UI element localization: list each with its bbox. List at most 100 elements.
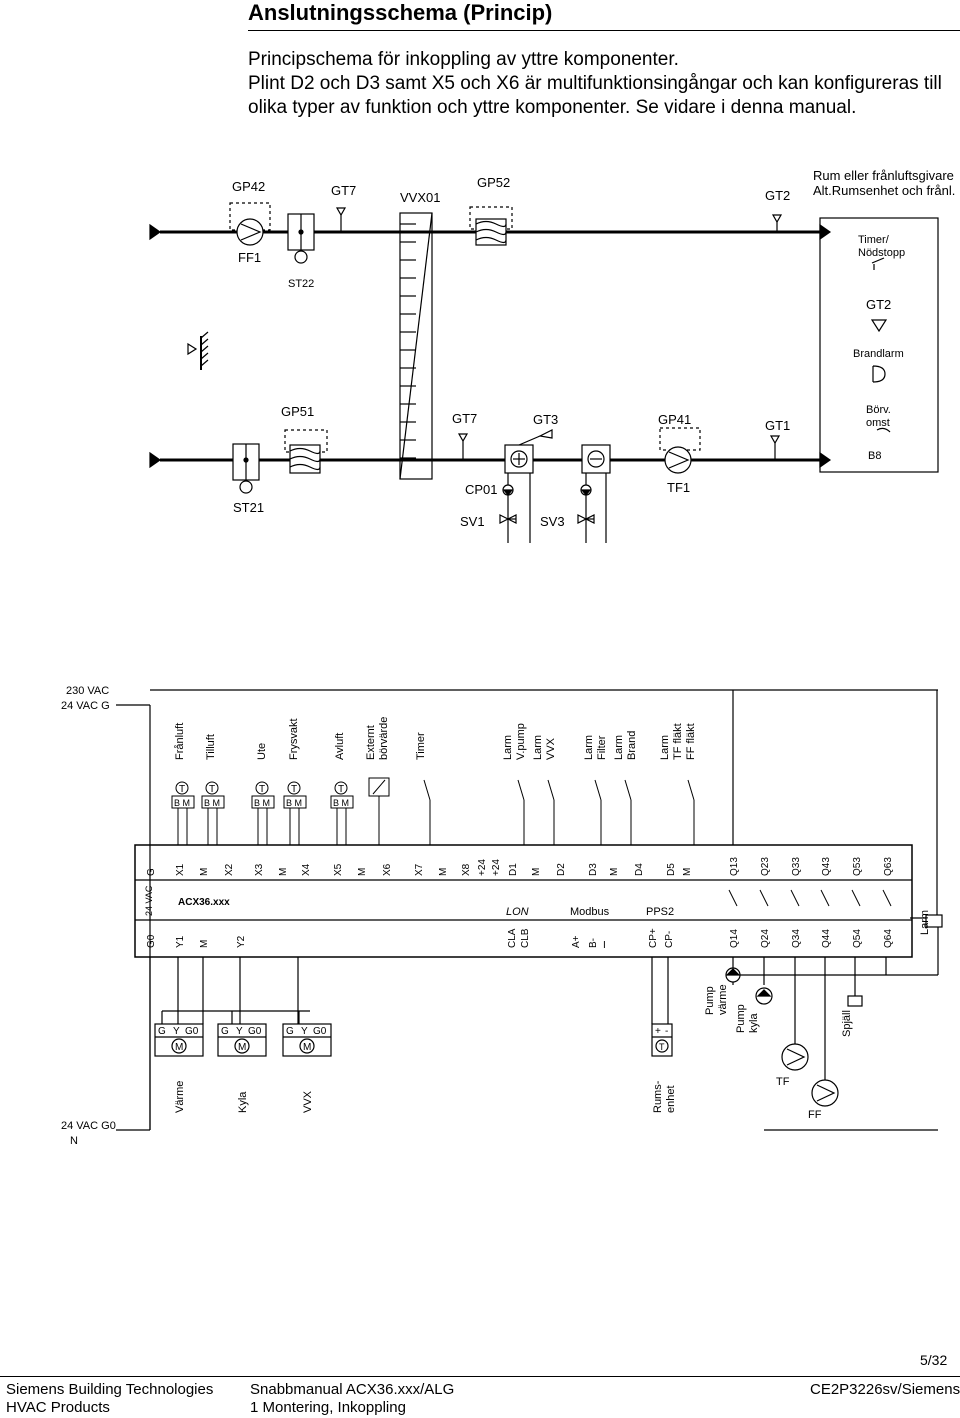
footer-left: Siemens Building Technologies HVAC Produ… [6, 1381, 213, 1417]
input-label-0-0: Frånluft [174, 723, 186, 760]
bus-dash: I [603, 940, 606, 951]
room-unit-t: T [659, 1042, 665, 1052]
contact-3 [594, 779, 602, 801]
input-label-8-1: VVX [545, 737, 557, 760]
sensor-box-0 [171, 795, 195, 809]
relay-contact-4 [851, 889, 861, 907]
relay-contact-5 [882, 889, 892, 907]
terminal-m: M [357, 868, 368, 876]
actuator-g0-2: G0 [313, 1026, 327, 1037]
terminal-q44: Q44 [821, 929, 832, 948]
label-gt7-bottom: GT7 [452, 411, 477, 426]
label-larm-relay: Larm [919, 910, 931, 935]
terminal-q54: Q54 [852, 929, 863, 948]
label-gt3: GT3 [533, 412, 558, 427]
input-label-7-0: Larm [502, 735, 514, 760]
pump-heat-label-1: Pump [704, 986, 716, 1015]
sensor-bm-1: B M [204, 798, 220, 808]
intro-line-2: Plint D2 och D3 samt X5 och X6 är multif… [248, 73, 942, 118]
label-sv1: SV1 [460, 514, 485, 529]
sensor-box-2 [251, 795, 275, 809]
label-tf1: TF1 [667, 480, 690, 495]
input-label-10-1: Brand [626, 731, 638, 760]
input-label-5-1: börvärde [378, 717, 390, 760]
sensor-bm-2: B M [254, 798, 270, 808]
label-gt2-top: GT2 [765, 188, 790, 203]
terminal-d5: D5 [666, 863, 677, 876]
actuator-m-1: M [238, 1042, 246, 1053]
relay-contact-3 [820, 889, 830, 907]
input-label-1-0: Tilluft [205, 734, 217, 760]
label-24vac-g: 24 VAC G [61, 700, 110, 712]
terminal-x8: X8 [461, 863, 472, 876]
footer-code: CE2P3226sv/Siemens [810, 1381, 960, 1398]
pump-cool-label-1: Pump [735, 1004, 747, 1033]
terminal-x1: X1 [175, 863, 186, 876]
label-controller: ACX36.xxx [178, 897, 230, 908]
relay-contact-0 [728, 889, 738, 907]
room-unit-minus: - [665, 1026, 668, 1037]
input-label-3-0: Frysvakt [288, 718, 300, 760]
input-label-5-0: Externt [365, 725, 377, 760]
label-vvx01: VVX01 [400, 190, 440, 205]
terminal-x4: X4 [301, 863, 312, 876]
label-ff1: FF1 [238, 250, 261, 265]
sensor-bm-4: B M [333, 798, 349, 808]
terminal-d2: D2 [556, 863, 567, 876]
terminal-q14: Q14 [729, 929, 740, 948]
page-number: 5/32 [920, 1352, 948, 1368]
terminal-+24: +24 [491, 859, 502, 876]
sensor-bm-0: B M [174, 798, 190, 808]
input-label-4-0: Avluft [334, 733, 346, 760]
label-cp01: CP01 [465, 482, 498, 497]
tf-label: TF [776, 1076, 790, 1088]
sensor-box-4 [330, 795, 354, 809]
label-gp51: GP51 [281, 404, 314, 419]
label-gt2-side: GT2 [866, 297, 891, 312]
terminal-x3: X3 [254, 863, 265, 876]
actuator-m-0: M [175, 1042, 183, 1053]
sensor-circle-4 [334, 781, 348, 795]
pump-heat-label-2: värme [717, 984, 729, 1015]
sensor-t-4: T [338, 784, 344, 795]
title-rule [248, 30, 960, 31]
terminal-x6: X6 [382, 863, 393, 876]
connection-diagram: GP42 FF1 ST22 GT7 VVX01 GP52 GT2 Rum ell… [61, 168, 955, 1147]
footer-document: Snabbmanual ACX36.xxx/ALG [250, 1381, 455, 1398]
label-modbus: Modbus [570, 906, 610, 918]
relay-contact-1 [759, 889, 769, 907]
terminal-+24: +24 [477, 859, 488, 876]
terminal-q24: Q24 [760, 929, 771, 948]
intro-line-1: Principschema för inkoppling av yttre ko… [248, 49, 679, 70]
actuator-m-2: M [303, 1042, 311, 1053]
footer-right: CE2P3226sv/Siemens [810, 1381, 960, 1399]
sensor-circle-3 [287, 781, 301, 795]
actuator-y-1: Y [236, 1026, 243, 1037]
contact-4 [624, 779, 632, 801]
label-borv-1: Börv. [866, 404, 891, 416]
label-gp42: GP42 [232, 179, 265, 194]
label-230vac: 230 VAC [66, 685, 109, 697]
terminal-b-: B- [588, 938, 599, 948]
label-gt1: GT1 [765, 418, 790, 433]
label-st21: ST21 [233, 500, 264, 515]
input-label-11-2: FF fläkt [685, 723, 697, 760]
terminal-g0: G0 [146, 934, 157, 948]
ff-label: FF [808, 1109, 822, 1121]
input-label-11-0: Larm [659, 735, 671, 760]
contact-2 [547, 779, 555, 801]
label-gp41: GP41 [658, 412, 691, 427]
actuator-label-1: Kyla [237, 1091, 249, 1113]
terminal-q64: Q64 [883, 929, 894, 948]
terminal-m: M [199, 868, 210, 876]
terminal-d1: D1 [508, 863, 519, 876]
footer-division: HVAC Products [6, 1399, 110, 1416]
terminal-m: M [438, 868, 449, 876]
footer-company: Siemens Building Technologies [6, 1381, 214, 1398]
label-b8: B8 [868, 450, 881, 462]
actuator-g-1: G [221, 1026, 229, 1037]
label-controller-24vac: 24 VAC [144, 885, 154, 916]
terminal-q13: Q13 [729, 857, 740, 876]
terminal-q34: Q34 [791, 929, 802, 948]
sensor-box-1 [201, 795, 225, 809]
